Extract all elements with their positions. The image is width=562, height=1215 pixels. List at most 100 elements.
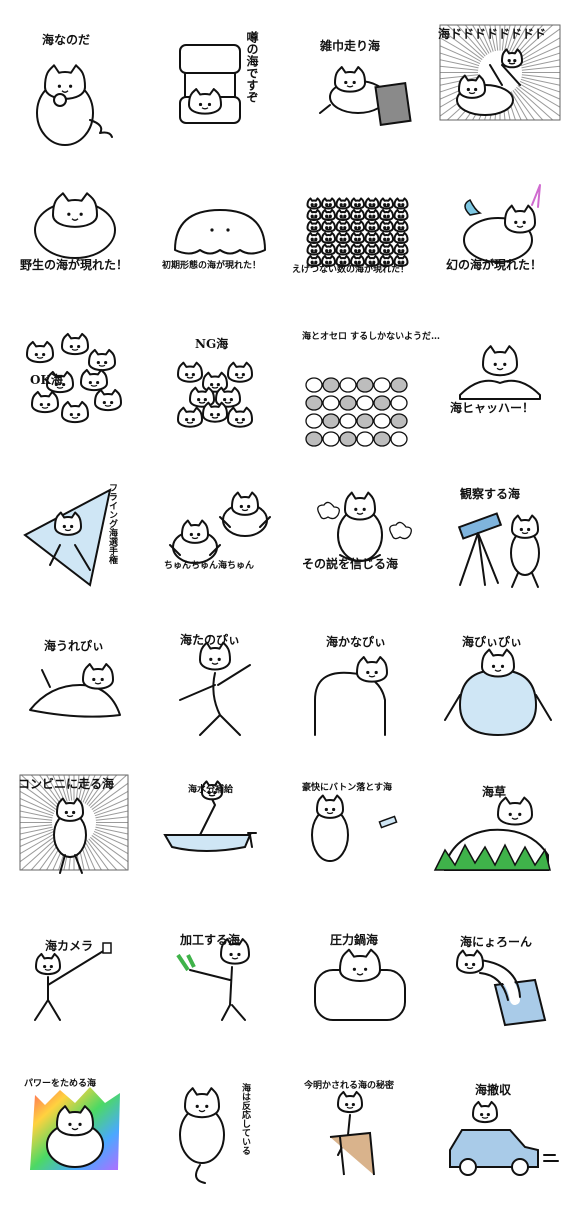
cat-head-outline <box>345 493 375 520</box>
sticker-caption: 海なのだ <box>42 33 90 47</box>
cat-eye <box>508 59 511 62</box>
othello-cat <box>323 378 339 392</box>
sticker-28[interactable]: 海にょろーん <box>430 915 562 1065</box>
sticker-20[interactable]: 海ぴぃぴぃ <box>430 615 562 765</box>
small-cat-head <box>351 233 364 243</box>
cat-head-outline <box>505 206 535 233</box>
cat-eye <box>96 381 99 384</box>
triangle-flag <box>25 490 110 585</box>
small-cat-head <box>322 210 335 220</box>
cat-head <box>498 798 532 825</box>
rag <box>376 83 411 125</box>
sticker-caption: 野生の海が現れた！ <box>20 258 128 272</box>
sticker-caption: その説を信じる海 <box>302 557 398 571</box>
cat-eye <box>185 418 188 421</box>
sticker-5[interactable]: 野生の海が現れた！ <box>10 165 150 315</box>
sticker-illustration <box>10 915 150 1065</box>
cat-head-outline <box>89 350 115 370</box>
othello-cat <box>340 414 356 428</box>
sticker-6[interactable]: 初期形態の海が現れた！ <box>150 165 290 315</box>
cat-eye <box>196 1105 199 1108</box>
illustration-group <box>180 45 240 123</box>
cat-eye <box>242 373 245 376</box>
cat-eye <box>77 413 80 416</box>
sticker-10[interactable]: NG海 <box>150 315 290 465</box>
sticker-30[interactable]: 海は反応している <box>150 1065 290 1215</box>
small-cat-head <box>337 221 350 231</box>
cat-eye <box>226 228 229 231</box>
cat-eye <box>199 103 202 106</box>
sticker-4[interactable]: 海ドドドドドドドド <box>430 15 562 165</box>
cat-eye <box>204 398 207 401</box>
sticker-11[interactable]: 海とオセロ するしかないようだ… <box>290 315 430 465</box>
sticker-14[interactable]: ちゅんちゅん海ちゅん <box>150 465 290 615</box>
sticker-17[interactable]: 海うれぴぃ <box>10 615 150 765</box>
othello-cat <box>340 432 356 446</box>
illustration-group <box>464 185 540 262</box>
sticker-2[interactable]: 噂の海ですぞ <box>150 15 290 165</box>
sticker-23[interactable]: 豪快にバトン落とす海 <box>290 765 430 915</box>
small-cat-head <box>380 210 393 220</box>
sticker-illustration <box>10 315 150 465</box>
cat-eye <box>325 808 328 811</box>
cat-head-outline <box>178 363 202 382</box>
cat-eye <box>332 808 335 811</box>
sticker-15[interactable]: その説を信じる海 <box>290 465 430 615</box>
sticker-8[interactable]: 幻の海が現れた！ <box>430 165 562 315</box>
illustration-group <box>445 650 551 735</box>
othello-cat <box>391 378 407 392</box>
cat-eye <box>364 968 367 971</box>
small-cat-head <box>366 210 379 220</box>
stretching-body <box>460 381 540 399</box>
sticker-9[interactable]: OK海 <box>10 315 150 465</box>
sticker-27[interactable]: 圧力鍋海 <box>290 915 430 1065</box>
sticker-18[interactable]: 海たのぴぃ <box>150 615 290 765</box>
sticker-caption: 豪快にバトン落とす海 <box>302 781 392 795</box>
cat-figure <box>200 795 215 835</box>
speed-line <box>522 54 562 68</box>
sticker-caption: コンビニに走る海 <box>18 777 114 791</box>
sticker-26[interactable]: 加工する海 <box>150 915 290 1065</box>
cat-eye <box>104 361 107 364</box>
cat-eye <box>366 671 369 674</box>
sticker-13[interactable]: フライング海選手権 <box>10 465 150 615</box>
sticker-24[interactable]: 海草 <box>430 765 562 915</box>
small-cat-head <box>308 221 321 231</box>
cat-head-outline <box>203 403 227 422</box>
sticker-7[interactable]: えげつない数の海が現れた！ <box>290 165 430 315</box>
sticker-16[interactable]: 観察する海 <box>430 465 562 615</box>
cat-eye <box>235 373 238 376</box>
cat-head <box>340 950 380 981</box>
sticker-12[interactable]: 海ヒャッハー！ <box>430 315 562 465</box>
sticker-21[interactable]: コンビニに走る海 <box>10 765 150 915</box>
cat-eye <box>58 85 61 88</box>
sticker-caption: 海水分補給 <box>188 783 233 797</box>
sticker-3[interactable]: 雑巾走り海 <box>290 15 430 165</box>
sticker-32[interactable]: 海撤収 <box>430 1065 562 1215</box>
speed-line <box>522 77 562 91</box>
speed-line <box>85 842 119 901</box>
sticker-caption: 海撤収 <box>475 1083 511 1097</box>
sticker-22[interactable]: 海水分補給 <box>150 765 290 915</box>
small-cat-head <box>395 210 408 220</box>
illustration-group <box>315 950 405 1020</box>
sticker-19[interactable]: 海かなぴぃ <box>290 615 430 765</box>
sticker-31[interactable]: 今明かされる海の秘密 <box>290 1065 430 1215</box>
cat-head-outline <box>83 664 113 689</box>
sticker-1[interactable]: 海なのだ <box>10 15 150 165</box>
othello-cat <box>374 414 390 428</box>
illustration-group <box>30 1087 120 1170</box>
sticker-caption: ちゅんちゅん海ちゅん <box>164 559 254 573</box>
outboard-motor <box>248 833 256 847</box>
sticker-illustration <box>10 615 150 765</box>
cat-eye <box>465 963 468 966</box>
sticker-29[interactable]: パワーをためる海 <box>10 1065 150 1215</box>
sticker-25[interactable]: 海カメラ <box>10 915 150 1065</box>
illustration-group <box>308 198 408 266</box>
small-cat-head <box>178 363 202 382</box>
small-cat-head <box>178 408 202 427</box>
sticker-caption: 海たのぴぃ <box>180 633 240 647</box>
cat-head-outline <box>178 408 202 427</box>
othello-cat <box>340 378 356 392</box>
sticker-caption: パワーをためる海 <box>24 1077 96 1091</box>
